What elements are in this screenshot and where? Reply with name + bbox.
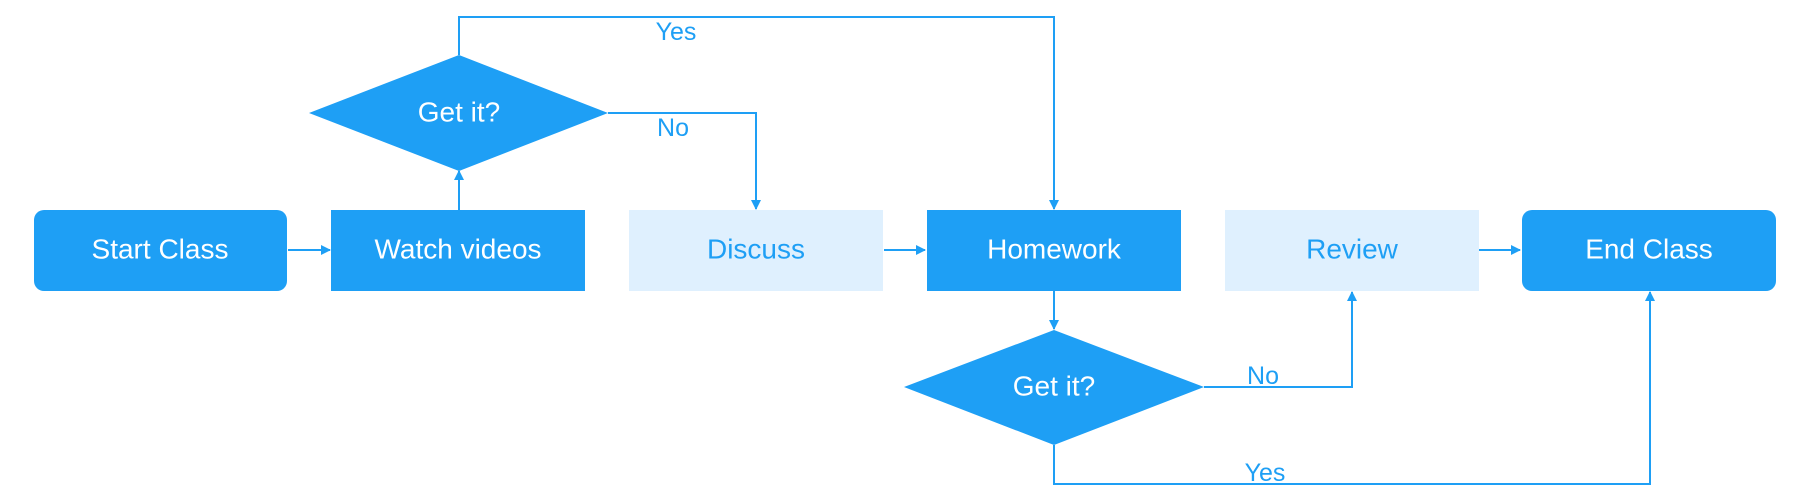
edge-decision1-yes-to-homework: [458, 16, 1059, 210]
node-decision-get-it-1[interactable]: Get it?: [309, 55, 608, 171]
node-decision-get-it-2-label: Get it?: [1013, 370, 1095, 401]
edge-label-d1-no: No: [657, 114, 689, 142]
edge-decision1-no-to-discuss: [608, 112, 761, 210]
edge-label-d1-yes: Yes: [656, 18, 697, 46]
node-start-class[interactable]: Start Class: [34, 210, 287, 291]
edge-decision2-no-to-review: [1204, 291, 1357, 388]
edge-label-d2-no: No: [1247, 362, 1279, 390]
node-watch-videos[interactable]: Watch videos: [331, 210, 585, 291]
node-watch-videos-label: Watch videos: [374, 233, 541, 264]
edge-decision2-yes-to-end: [1053, 291, 1655, 485]
node-end-class-label: End Class: [1585, 233, 1713, 264]
node-discuss-label: Discuss: [707, 233, 805, 264]
node-homework-label: Homework: [987, 233, 1122, 264]
node-start-class-label: Start Class: [92, 233, 229, 264]
node-decision-get-it-1-label: Get it?: [418, 96, 500, 127]
node-review-label: Review: [1306, 233, 1399, 264]
node-review[interactable]: Review: [1225, 210, 1479, 291]
node-discuss[interactable]: Discuss: [629, 210, 883, 291]
node-homework[interactable]: Homework: [927, 210, 1181, 291]
edge-label-d2-yes: Yes: [1245, 459, 1286, 487]
node-decision-get-it-2[interactable]: Get it?: [904, 330, 1204, 445]
node-end-class[interactable]: End Class: [1522, 210, 1776, 291]
